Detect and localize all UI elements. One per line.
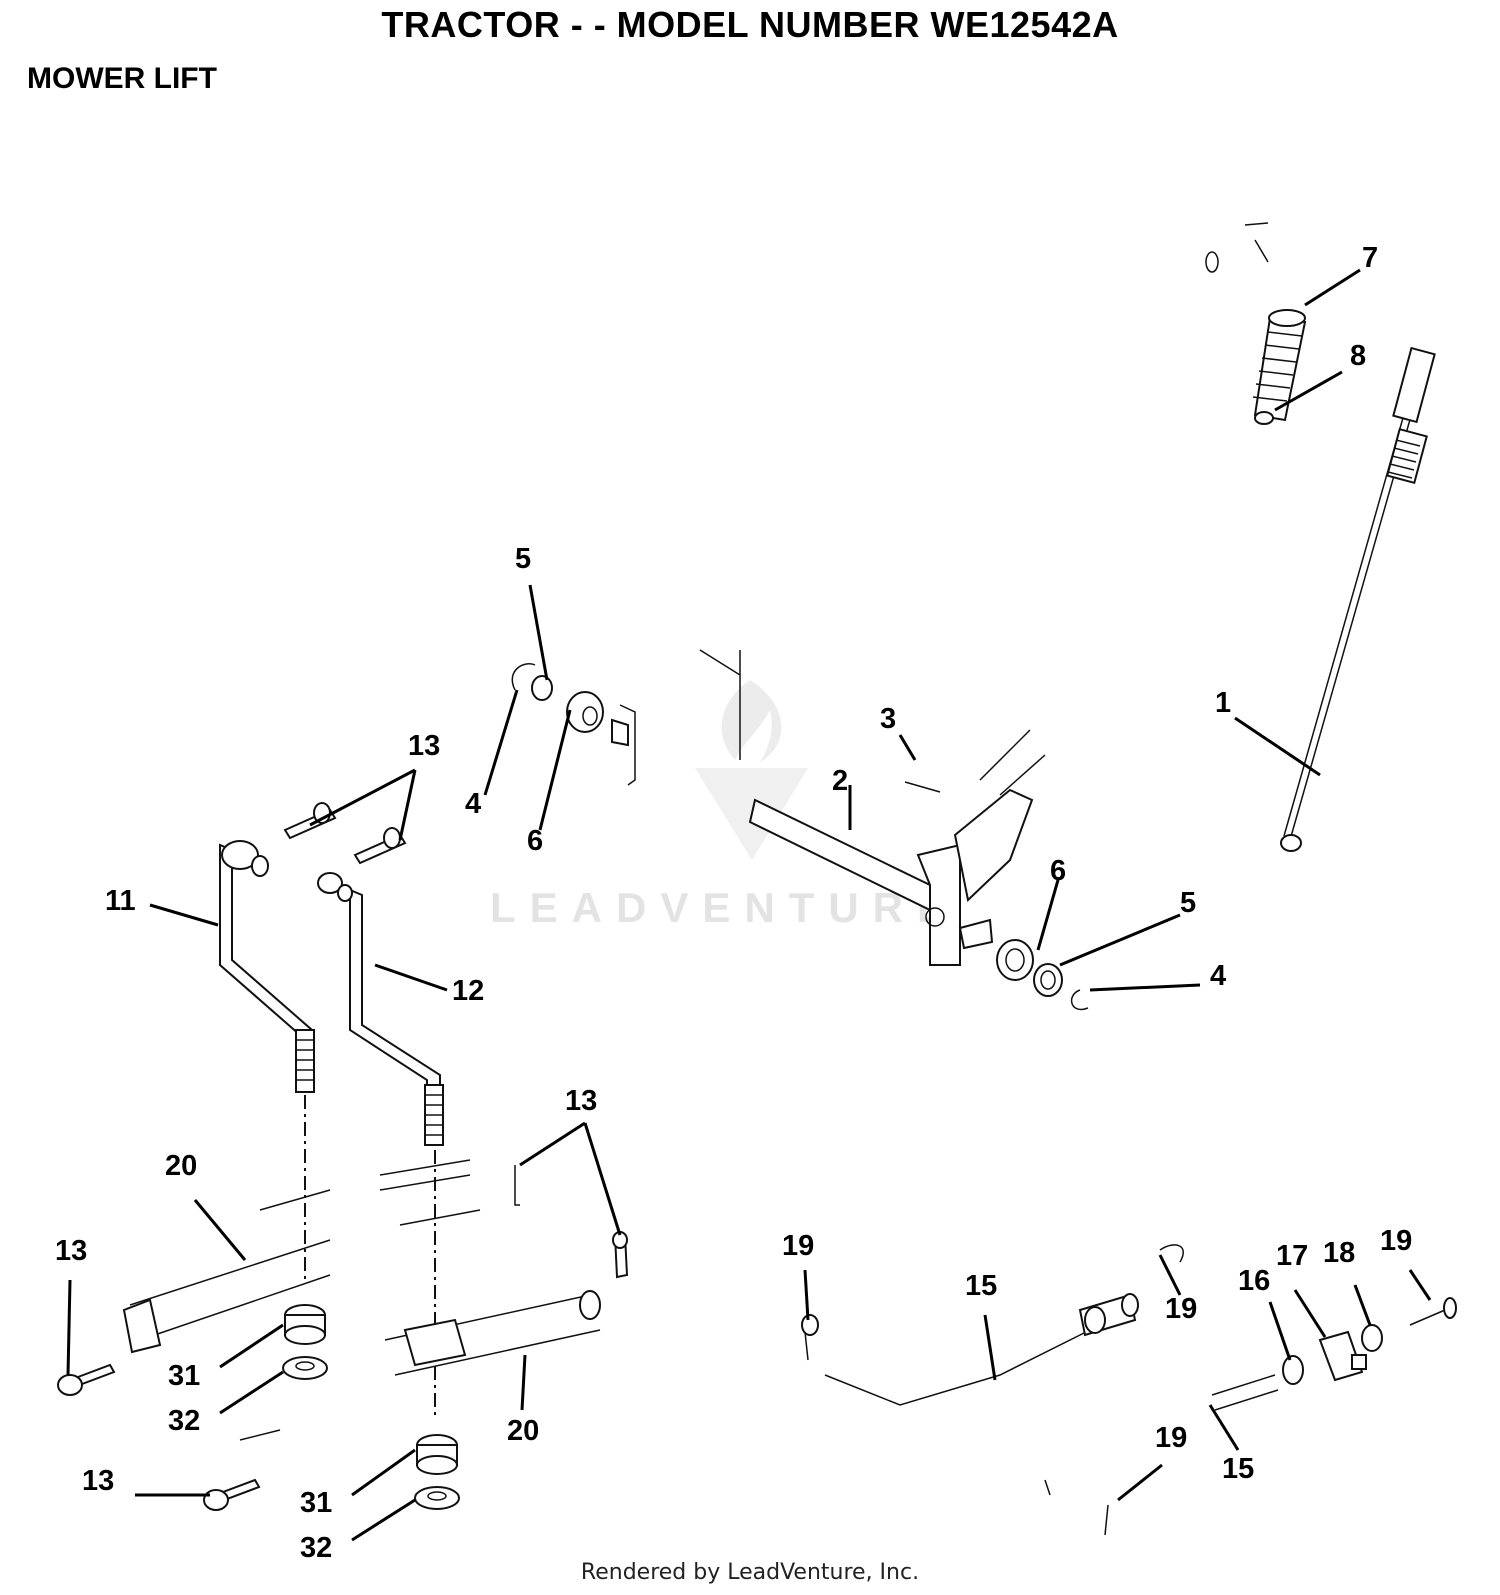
callout-5-lower: 5 (1180, 887, 1196, 919)
callout-20-left: 19 (782, 1230, 814, 1262)
page-title: TRACTOR - - MODEL NUMBER WE12542A (381, 4, 1119, 45)
callout-19-right: 20 (507, 1415, 539, 1447)
part-lift-rod (1280, 346, 1436, 852)
callout-16: 16 (1238, 1265, 1270, 1297)
callout-18: 18 (1323, 1237, 1355, 1269)
part-lift-arm-right (384, 1290, 601, 1376)
callout-20-right: 19 (1380, 1225, 1412, 1257)
part-clevis-pins-middle (514, 1165, 629, 1279)
part-clevis-pins-lower (57, 1363, 281, 1511)
callout-32-right: 32 (300, 1532, 332, 1564)
callout-15-upper: 15 (965, 1270, 997, 1302)
callout-13-middle: 13 (565, 1085, 597, 1117)
callout-20-middle: 19 (1165, 1293, 1197, 1325)
part-lift-arm-left (122, 1159, 481, 1354)
callout-11: 11 (105, 885, 136, 917)
callout-13-upper: 13 (408, 730, 440, 762)
part-nut-washer-right (414, 1434, 460, 1510)
callout-15-lower: 15 (1222, 1453, 1254, 1485)
callout-4-lower: 4 (1210, 960, 1226, 992)
watermark-text: LEADVENTURE (490, 884, 960, 931)
part-nut-washer-left (282, 1304, 328, 1380)
part-lower-assembly (801, 1244, 1457, 1536)
part-upper-hardware (511, 663, 636, 786)
footer-credit: Rendered by LeadVenture, Inc. (580, 1560, 920, 1585)
callout-32-left: 32 (168, 1405, 200, 1437)
section-title: MOWER LIFT (27, 62, 217, 95)
callout-6-upper: 6 (527, 825, 543, 857)
part-grip (1252, 309, 1307, 425)
callout-3: 3 (880, 703, 896, 735)
callout-12: 12 (452, 975, 484, 1007)
part-clevis-pins-upper (283, 802, 407, 865)
part-lift-link-right (317, 872, 444, 1420)
part-lower-hardware (996, 939, 1089, 1011)
callout-1: 1 (1215, 687, 1231, 719)
callout-4-upper: 4 (465, 788, 481, 820)
callout-17: 17 (1276, 1240, 1308, 1272)
callout-8: 8 (1350, 340, 1366, 372)
callout-7: 7 (1362, 242, 1378, 274)
callout-2: 2 (832, 765, 848, 797)
part-top-bracket (1205, 222, 1269, 273)
callout-31-right: 31 (300, 1487, 332, 1519)
callout-6-lower: 6 (1050, 855, 1066, 887)
part-lift-link-left (219, 840, 315, 1280)
leader-lines (66, 268, 1432, 1542)
callout-19-left: 20 (165, 1150, 197, 1182)
callout-labels: 7 8 1 2 3 5 4 6 6 5 4 13 11 12 13 20 13 … (55, 242, 1412, 1564)
part-pin (904, 781, 941, 793)
callout-20-bottom: 19 (1155, 1422, 1187, 1454)
callout-5-upper: 5 (515, 543, 531, 575)
callout-31-left: 31 (168, 1360, 200, 1392)
callout-13-left: 13 (55, 1235, 87, 1267)
callout-13-bottom: 13 (82, 1465, 114, 1497)
part-lift-shaft (699, 649, 1046, 966)
